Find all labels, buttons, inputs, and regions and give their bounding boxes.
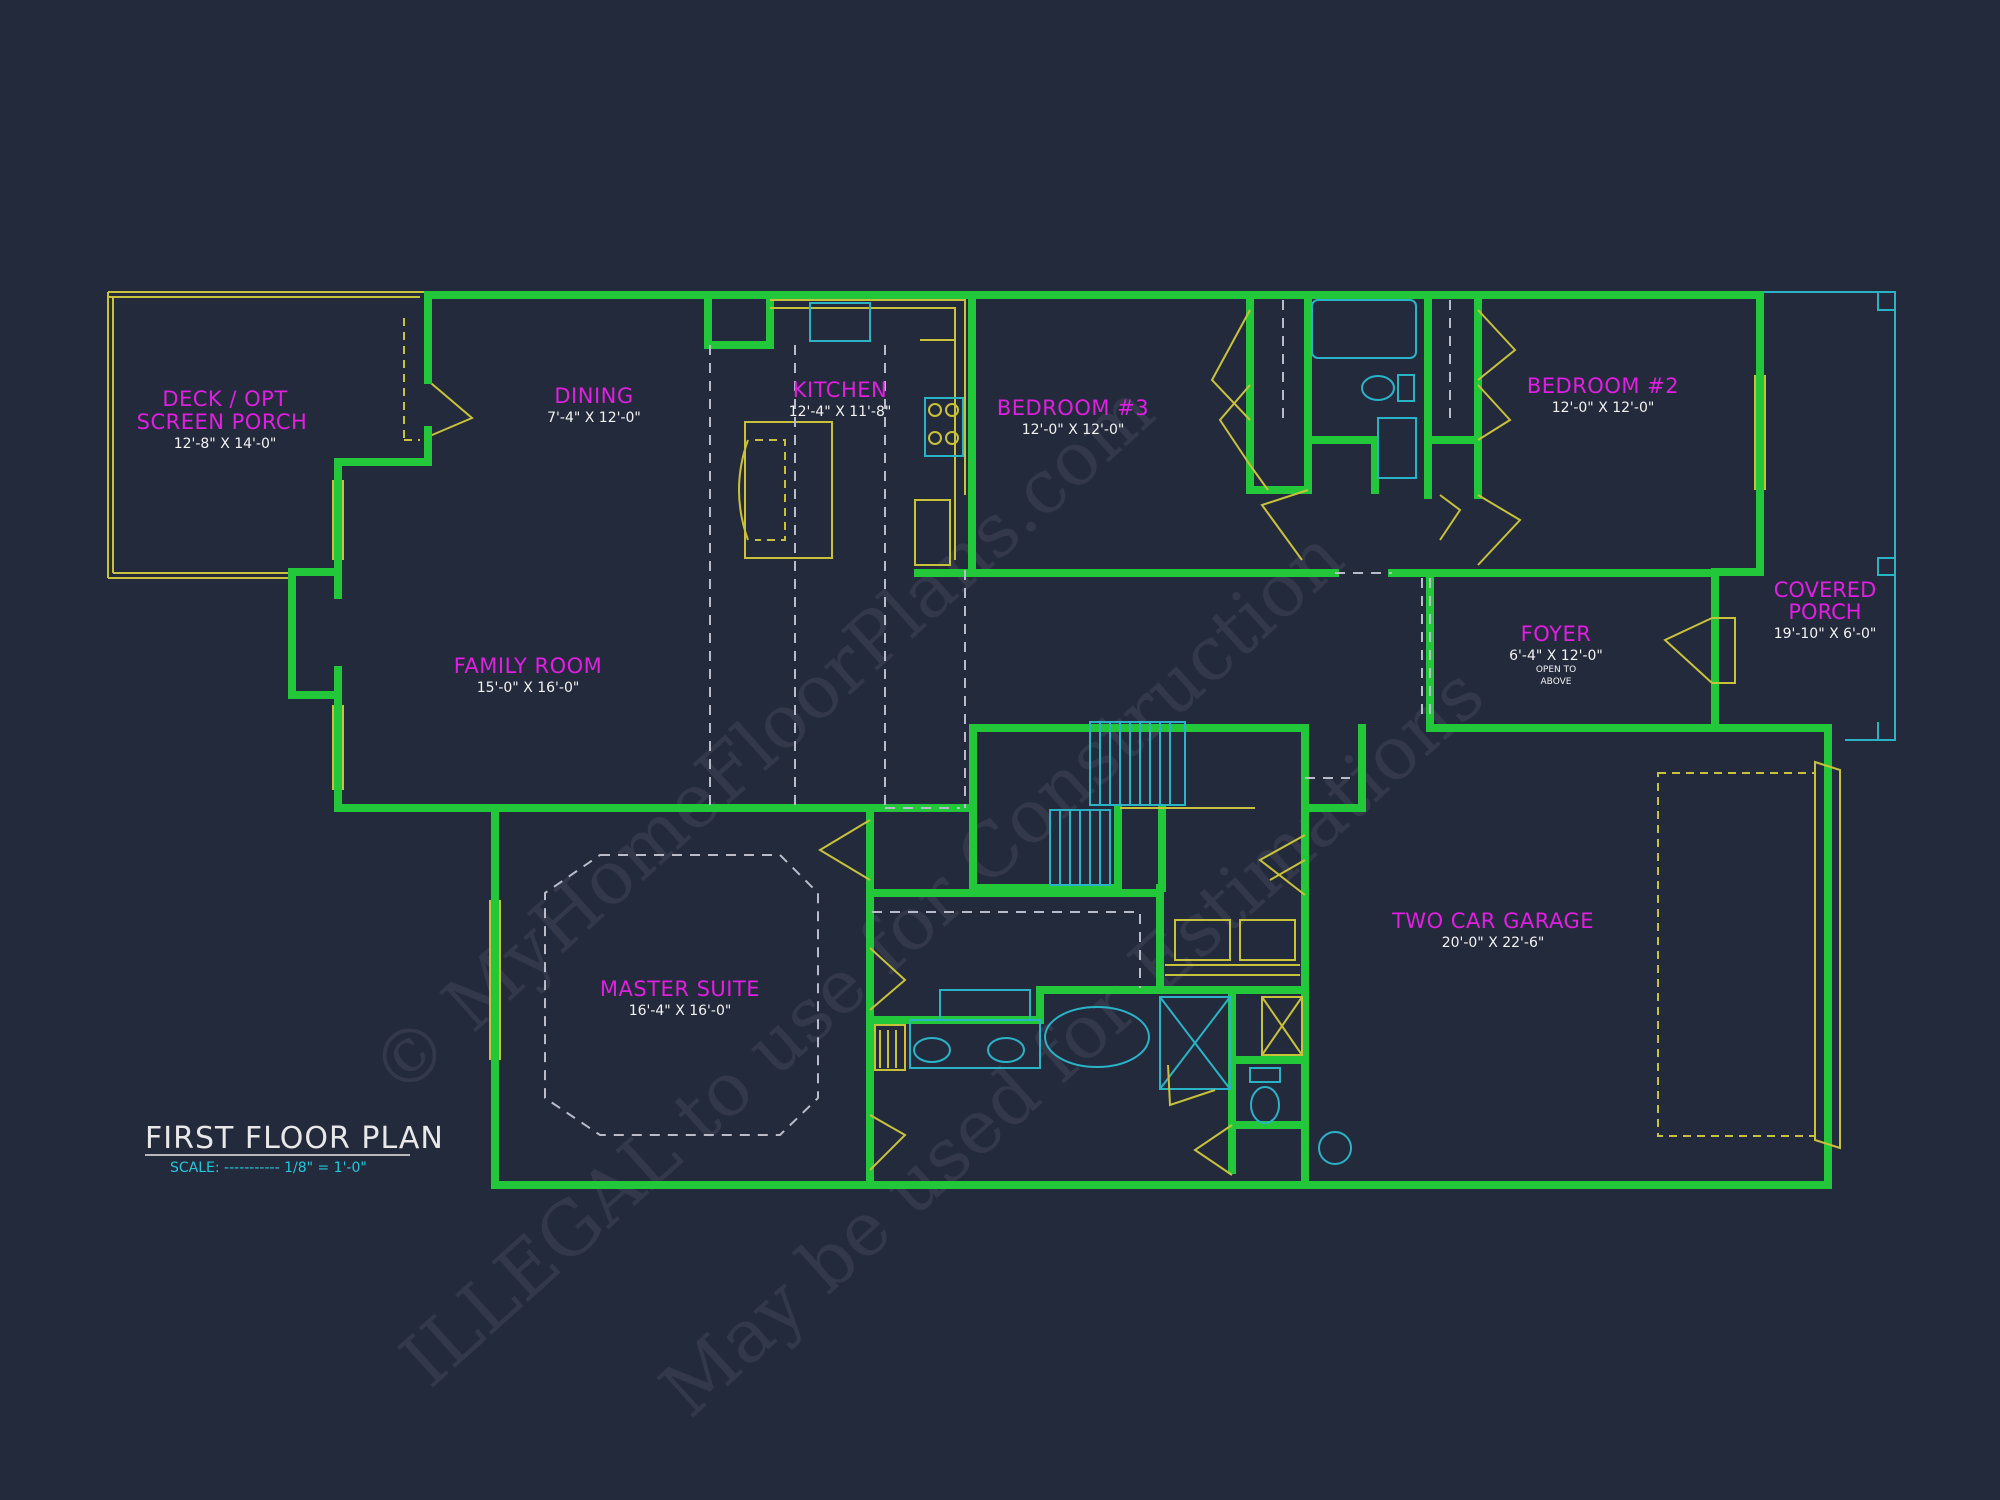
foyer-note-line2: ABOVE <box>1541 677 1572 687</box>
interior-walls <box>704 291 1719 1189</box>
kitchen-label: KITCHEN <box>793 378 888 402</box>
covered-porch-outline <box>1760 291 1896 741</box>
garage-dims: 20'-0" X 22'-6" <box>1442 935 1545 951</box>
bedroom3-label: BEDROOM #3 <box>997 396 1149 420</box>
cooktop-icon <box>924 397 964 457</box>
deck-label-line2: SCREEN PORCH <box>137 410 308 434</box>
soaking-tub-icon <box>1044 1006 1150 1068</box>
dining-label: DINING <box>554 384 633 408</box>
porch-label-line1: COVERED <box>1774 578 1877 602</box>
bedroom2-label: BEDROOM #2 <box>1527 374 1679 398</box>
kitchen-sink-icon <box>809 302 871 342</box>
family-room-label: FAMILY ROOM <box>454 654 603 678</box>
master-suite-label: MASTER SUITE <box>600 977 760 1001</box>
water-heater-icon <box>1318 1131 1352 1165</box>
plan-scale: SCALE: ----------- 1/8" = 1'-0" <box>170 1160 367 1176</box>
porch-dims: 19'-10" X 6'-0" <box>1774 626 1877 642</box>
room-labels: DECK / OPT SCREEN PORCH 12'-8" X 14'-0" … <box>137 374 1877 1019</box>
watermark: © MyHomeFloorPlans.com ILLEGAL to use fo… <box>354 367 1500 1434</box>
family-room-dims: 15'-0" X 16'-0" <box>477 680 580 696</box>
fixtures <box>332 299 1841 1176</box>
shower-icon <box>1159 996 1231 1090</box>
exterior-walls <box>288 291 1832 1189</box>
master-suite-dims: 16'-4" X 16'-0" <box>629 1003 732 1019</box>
bedroom3-dims: 12'-0" X 12'-0" <box>1022 422 1125 438</box>
bathtub-icon <box>1311 299 1417 359</box>
garage-label: TWO CAR GARAGE <box>1391 909 1594 933</box>
foyer-dims: 6'-4" X 12'-0" <box>1509 648 1603 664</box>
kitchen-dims: 12'-4" X 11'-8" <box>789 404 892 420</box>
deck-outline <box>107 291 474 579</box>
kitchen-island <box>744 421 833 559</box>
bedroom2-dims: 12'-0" X 12'-0" <box>1552 400 1655 416</box>
title-block: FIRST FLOOR PLAN SCALE: ----------- 1/8"… <box>145 1121 444 1176</box>
deck-label-line1: DECK / OPT <box>162 387 287 411</box>
deck-dims: 12'-8" X 14'-0" <box>174 436 277 452</box>
tray-ceiling-outline <box>544 854 819 1136</box>
foyer-label: FOYER <box>1521 622 1592 646</box>
dining-dims: 7'-4" X 12'-0" <box>547 410 641 426</box>
plan-title: FIRST FLOOR PLAN <box>145 1121 444 1156</box>
staircase <box>1049 721 1255 886</box>
porch-label-line2: PORCH <box>1788 600 1861 624</box>
foyer-note-line1: OPEN TO <box>1536 665 1576 675</box>
